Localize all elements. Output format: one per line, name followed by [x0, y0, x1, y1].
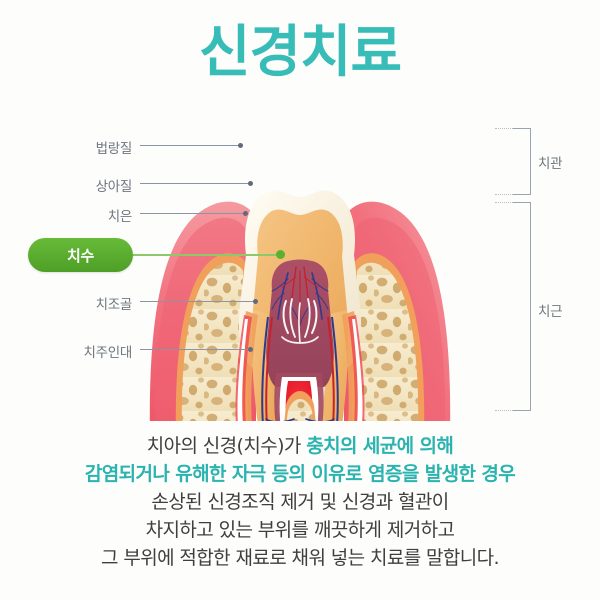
root-left	[235, 311, 273, 421]
left-label-dentin: 상아질	[95, 179, 133, 195]
pulp-leader-line	[133, 254, 281, 256]
page-title: 신경치료	[198, 20, 402, 85]
leader-dot-dentin	[248, 181, 253, 186]
leader-line-gingiva	[140, 213, 245, 214]
description-plain: 그 부위에 적합한 재료로 채워 넣는 치료를 말합니다.	[101, 547, 500, 569]
alveolar-bone-left	[175, 253, 248, 421]
description-highlight: 감염되거나 유해한 자극 등의 이유로 염증을 발생한 경우	[84, 463, 516, 485]
tooth-diagram-illustration	[0, 105, 600, 425]
description-plain: 치아의 신경(치수)가	[146, 435, 307, 457]
pulp-leader-dot	[276, 250, 285, 259]
leader-dot-alveolar-bone	[253, 299, 258, 304]
crown-bracket	[513, 128, 531, 195]
root-bracket-dash-top	[495, 202, 519, 203]
description-line: 차지하고 있는 부위를 깨끗하게 제거하고	[0, 516, 600, 544]
description-line: 치아의 신경(치수)가 충치의 세균에 의해	[0, 432, 600, 460]
crown-bracket-dash-bottom	[495, 194, 519, 195]
pulp-chamber	[266, 259, 334, 387]
leader-dot-periodontal-ligament	[248, 347, 253, 352]
root-right	[327, 311, 365, 421]
right-label-root: 치근	[538, 304, 563, 320]
right-label-crown: 치관	[538, 156, 563, 172]
description-plain: 차지하고 있는 부위를 깨끗하게 제거하고	[145, 519, 455, 541]
pulp-vasculature	[271, 266, 329, 344]
leader-line-alveolar-bone	[140, 301, 255, 302]
crown-bracket-dash-top	[495, 128, 519, 129]
left-label-periodontal-ligament: 치주인대	[83, 345, 133, 361]
description-line: 손상된 신경조직 제거 및 신경과 혈관이	[0, 488, 600, 516]
alveolar-bone-center	[284, 391, 316, 421]
left-label-alveolar-bone: 치조골	[95, 297, 133, 313]
root-bracket-dash-bottom	[495, 410, 519, 411]
leader-dot-gingiva	[243, 211, 248, 216]
pulp-badge-label: 치수	[66, 246, 94, 265]
description-highlight: 충치의 세균에 의해	[306, 435, 454, 457]
apical-vessels	[265, 418, 335, 421]
left-label-enamel: 법랑질	[95, 141, 133, 157]
leader-dot-enamel	[238, 143, 243, 148]
root-bracket	[513, 202, 531, 411]
description-line: 감염되거나 유해한 자극 등의 이유로 염증을 발생한 경우	[0, 460, 600, 488]
leader-line-enamel	[140, 145, 240, 146]
leader-line-periodontal-ligament	[140, 349, 250, 350]
description-line: 그 부위에 적합한 재료로 채워 넣는 치료를 말합니다.	[0, 544, 600, 572]
alveolar-bone-right	[352, 253, 425, 421]
left-label-gingiva: 치은	[107, 209, 133, 225]
leader-line-dentin	[140, 183, 250, 184]
pulp-highlight-badge[interactable]: 치수	[28, 238, 133, 272]
description-plain: 손상된 신경조직 제거 및 신경과 혈관이	[151, 491, 449, 513]
